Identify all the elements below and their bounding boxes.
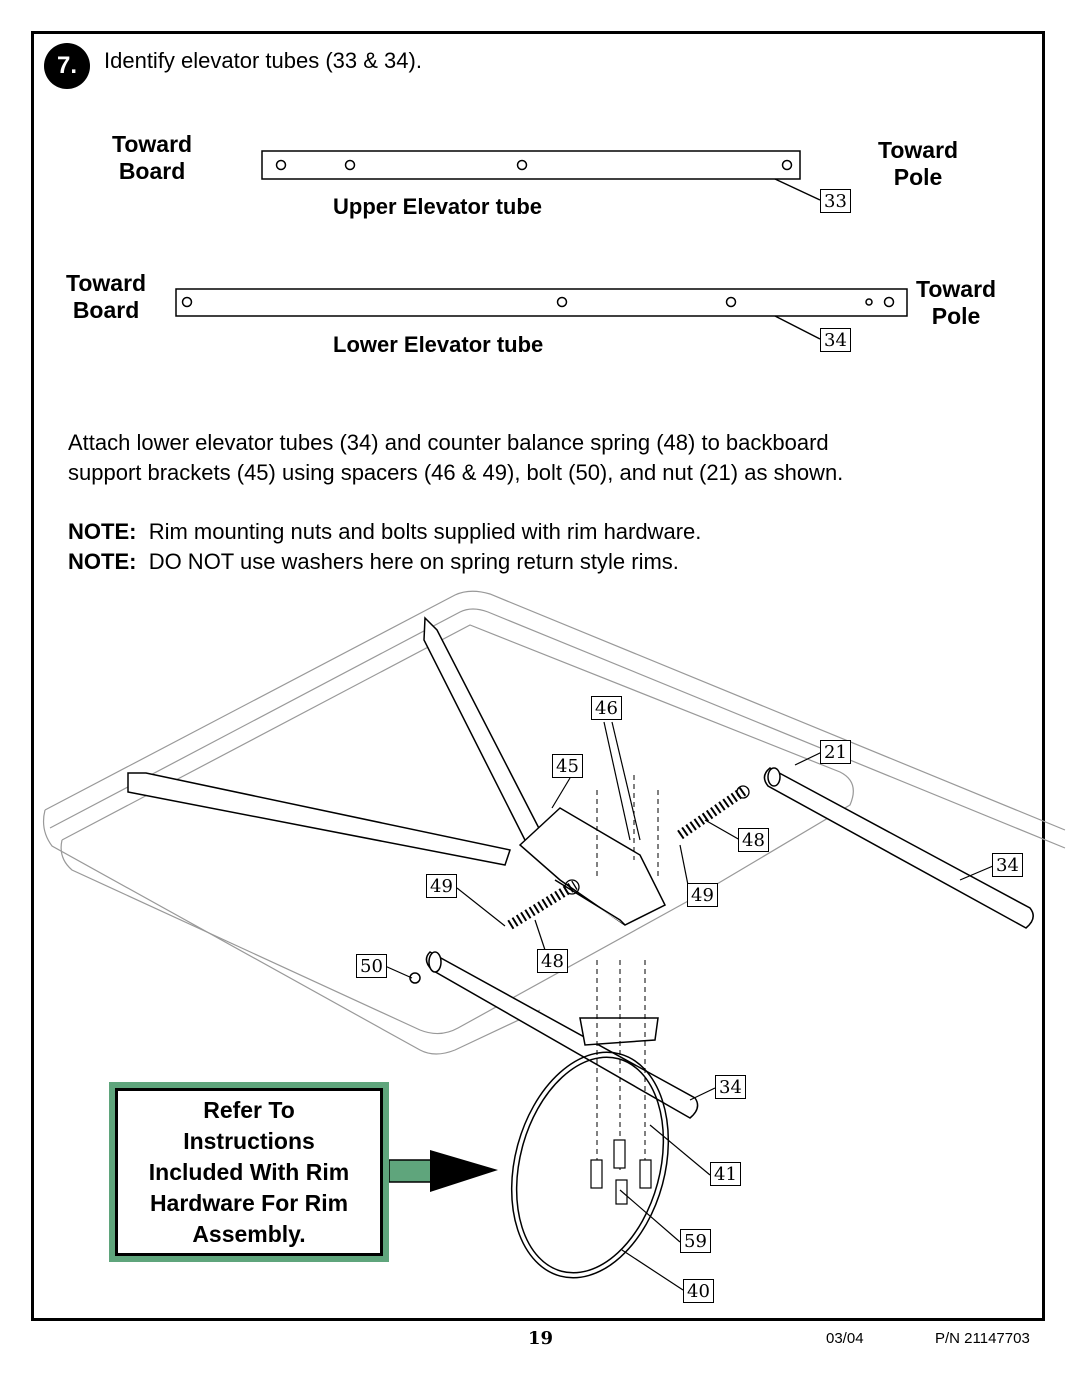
rim-icon xyxy=(510,1017,670,1279)
callout-40: 40 xyxy=(683,1279,714,1303)
callout-46: 46 xyxy=(591,696,622,720)
refer-line-3: Included With Rim xyxy=(148,1158,350,1185)
callout-45: 45 xyxy=(552,754,583,778)
bolt-icon xyxy=(590,1139,652,1205)
footer-part-number: P/N 21147703 xyxy=(935,1330,1030,1347)
upper-elevator-tube-icon xyxy=(261,150,801,180)
callout-33: 33 xyxy=(820,189,851,213)
callout-41: 41 xyxy=(710,1162,741,1186)
backboard-outline-icon xyxy=(42,590,1066,1055)
instruction-line-2: support brackets (45) using spacers (46 … xyxy=(68,460,844,485)
refer-line-5: Assembly. xyxy=(192,1220,306,1247)
step-number-badge: 7. xyxy=(44,43,90,89)
step-heading: Identify elevator tubes (33 & 34). xyxy=(104,48,422,73)
callout-59: 59 xyxy=(680,1229,711,1253)
footer-date: 03/04 xyxy=(826,1330,864,1347)
refer-line-4: Hardware For Rim xyxy=(149,1189,349,1216)
callout-34-tube: 34 xyxy=(820,328,851,352)
refer-to-rim-instructions-box: Refer To Instructions Included With Rim … xyxy=(109,1082,389,1262)
lower-tube-name: Lower Elevator tube xyxy=(333,332,544,357)
page-number: 19 xyxy=(528,1328,554,1349)
upper-tube-name: Upper Elevator tube xyxy=(333,194,543,219)
refer-arrow-icon xyxy=(388,1150,498,1192)
instruction-line-1: Attach lower elevator tubes (34) and cou… xyxy=(68,430,829,455)
callout-50: 50 xyxy=(356,954,387,978)
callout-21: 21 xyxy=(820,740,851,764)
lower-elevator-tube-right-icon xyxy=(763,767,1034,929)
callout-34-right: 34 xyxy=(992,853,1023,877)
lower-elevator-tube-icon xyxy=(175,288,908,317)
note-2: NOTE: DO NOT use washers here on spring … xyxy=(68,549,679,574)
callout-49-left: 49 xyxy=(426,874,457,898)
callout-49-right: 49 xyxy=(687,883,718,907)
page-frame xyxy=(31,31,1045,1321)
note-1: NOTE: Rim mounting nuts and bolts suppli… xyxy=(68,519,702,544)
refer-line-1: Refer To xyxy=(203,1096,295,1123)
spring-icon xyxy=(507,785,750,930)
callout-48-right: 48 xyxy=(738,828,769,852)
lower-elevator-tube-left-icon xyxy=(409,951,699,1119)
callout-48-left: 48 xyxy=(537,949,568,973)
refer-line-2: Instructions xyxy=(183,1127,315,1154)
support-bracket-icon xyxy=(127,616,667,926)
callout-34-left: 34 xyxy=(715,1075,746,1099)
